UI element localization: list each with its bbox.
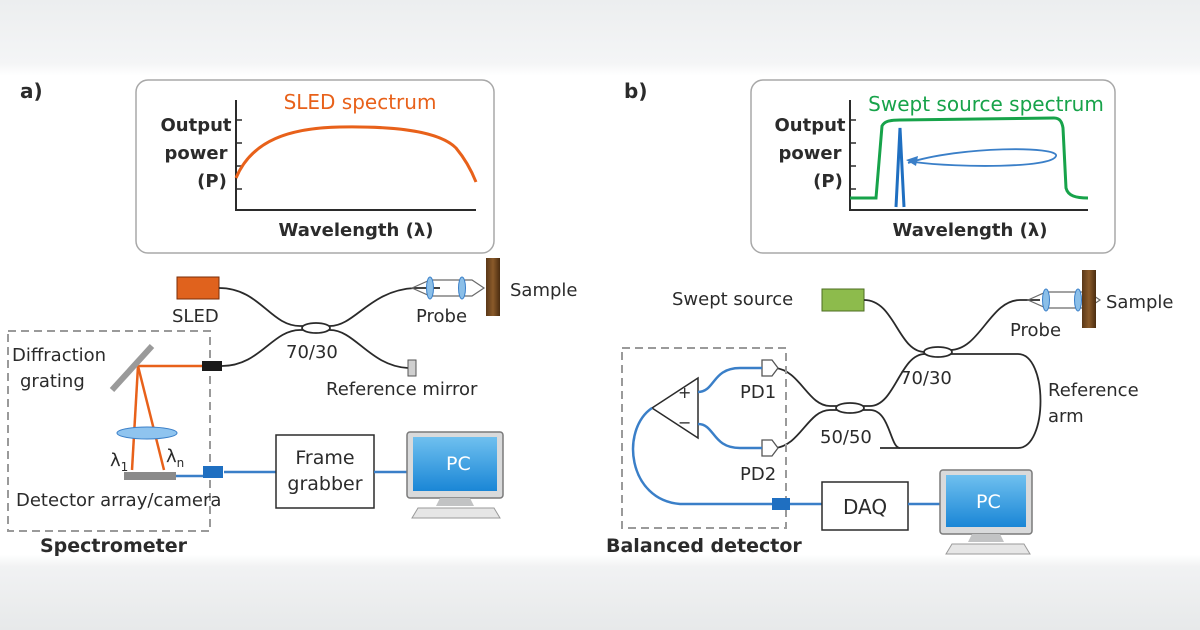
- swept-source-label: Swept source: [672, 289, 793, 310]
- inset-title: SLED spectrum: [284, 90, 437, 114]
- grating-label-1: Diffraction: [12, 345, 106, 366]
- inset-xlabel: Wavelength (λ): [279, 220, 434, 241]
- sled-source: [176, 276, 220, 300]
- frame-grabber-box: [275, 434, 375, 509]
- swept-spectrum-inset: Output power (P) Swept source spectrum W…: [750, 79, 1116, 254]
- sample-block: [486, 258, 500, 316]
- sled-spectrum-inset: Output power (P) SLED spectrum Wavelengt…: [135, 79, 495, 254]
- balanced-detector-box: [621, 347, 787, 529]
- coupler-50-50: [835, 402, 865, 414]
- inset-b-xlabel: Wavelength (λ): [893, 220, 1048, 241]
- coupler-70-30-b: [923, 346, 953, 358]
- lambda-n-label: λn: [166, 446, 184, 470]
- sample-label: Sample: [510, 280, 578, 301]
- probe-label: Probe: [416, 306, 467, 327]
- photodiode-2-icon: [761, 439, 779, 457]
- detector-signal-lines: [631, 366, 822, 506]
- diffraction-grating-icon: [109, 343, 155, 393]
- daq-label: DAQ: [843, 495, 887, 519]
- photodiode-1-icon: [761, 359, 779, 377]
- inset-b-axes: [849, 100, 1088, 211]
- inset-y-ticks: [236, 119, 242, 190]
- coupler-label: 70/30: [286, 342, 338, 363]
- pd1-label: PD1: [740, 382, 776, 403]
- reference-mirror-label: Reference mirror: [326, 379, 478, 400]
- detector-array-icon: [124, 472, 176, 480]
- amp-plus: +: [678, 383, 691, 402]
- daq-box: [821, 481, 909, 531]
- panel-a: a) Output power (P) SLED spectrum Wavele…: [7, 79, 578, 557]
- lambda-1-label: λ1: [110, 450, 128, 474]
- panel-b-tag: b): [624, 79, 647, 103]
- probe-b-label: Probe: [1010, 320, 1061, 341]
- reference-arm-label-1: Reference: [1048, 380, 1139, 401]
- probe-b: [1026, 288, 1102, 312]
- frame-grabber-label-1: Frame: [295, 447, 354, 469]
- inset-b-ylabel-2: power: [779, 143, 842, 164]
- swept-laser-line: [894, 127, 906, 208]
- grating-label-2: grating: [20, 371, 85, 392]
- sweep-arrowhead-icon: [906, 156, 918, 166]
- inset-b-title: Swept source spectrum: [868, 92, 1104, 116]
- swept-spectrum-curve: [850, 116, 1089, 200]
- inset-ylabel-3: (P): [197, 171, 227, 192]
- swept-source-laser: [821, 288, 865, 312]
- fiber-lines-b: [770, 299, 1042, 449]
- spectrometer-box: [7, 330, 211, 532]
- detector-label: Detector array/camera: [16, 490, 221, 511]
- inset-b-ylabel-1: Output: [774, 115, 845, 136]
- spectrometer-lens-icon: [116, 426, 178, 440]
- pc-b-monitor-icon: [939, 469, 1033, 555]
- amp-minus: −: [678, 413, 691, 432]
- coupler-70-30: [301, 322, 331, 334]
- pd2-label: PD2: [740, 464, 776, 485]
- coupler-bottom-label: 50/50: [820, 427, 872, 448]
- differential-amplifier-icon: [650, 376, 699, 440]
- sample-b-label: Sample: [1106, 292, 1174, 313]
- inset-axes: [235, 100, 476, 211]
- reference-arm-label-2: arm: [1048, 406, 1084, 427]
- inset-ylabel-1: Output: [160, 115, 231, 136]
- sled-label: SLED: [172, 306, 219, 327]
- balanced-detector-label: Balanced detector: [606, 535, 802, 557]
- frame-grabber-label-2: grabber: [287, 473, 362, 495]
- reference-mirror-icon: [407, 359, 417, 377]
- spectrometer-beams: [130, 364, 202, 471]
- camera-cable: [176, 470, 276, 478]
- sample-b-block: [1082, 270, 1096, 328]
- camera-connector: [203, 466, 223, 478]
- fiber-lines: [218, 287, 440, 369]
- daq-connector: [772, 498, 790, 510]
- inset-b-ylabel-3: (P): [813, 171, 843, 192]
- spectrometer-label: Spectrometer: [40, 535, 188, 557]
- coupler-top-label: 70/30: [900, 368, 952, 389]
- inset-ylabel-2: power: [165, 143, 228, 164]
- pc-a-label: PC: [446, 453, 471, 475]
- inset-b-y-ticks: [850, 119, 856, 190]
- pc-a-monitor-icon: [406, 431, 504, 519]
- probe: [410, 276, 486, 300]
- panel-a-tag: a): [20, 79, 43, 103]
- fiber-connector: [202, 361, 222, 371]
- sweep-arrow: [907, 148, 1057, 167]
- pc-b-label: PC: [976, 491, 1001, 513]
- panel-b: b) Output power (P) Swept source spectru…: [606, 79, 1174, 557]
- sled-spectrum-curve: [234, 125, 478, 183]
